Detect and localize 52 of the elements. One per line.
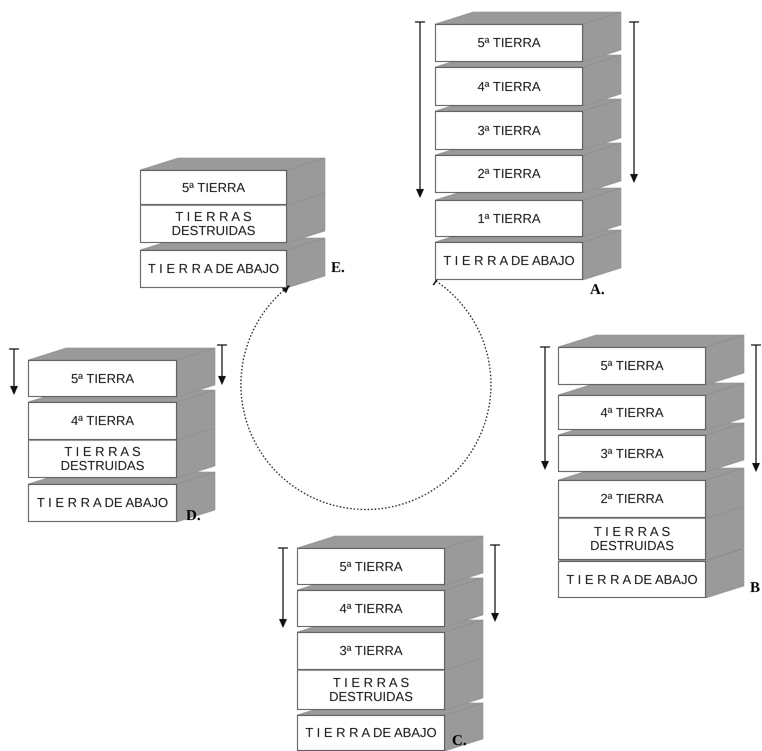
layer-name: T I E R R A S DESTRUIDAS — [170, 210, 256, 238]
layer-name: T I E R R A DE ABAJO — [146, 262, 280, 276]
layer-name: T I E R R A DE ABAJO — [565, 572, 699, 586]
layer-name: 3ª TIERRA — [338, 644, 404, 658]
layer-block — [297, 670, 445, 710]
layer-name: 5ª TIERRA — [338, 560, 404, 574]
layer-block — [297, 715, 445, 751]
layer-name: T I E R R A DE ABAJO — [304, 726, 438, 740]
layer-name: 1ª TIERRA — [476, 212, 542, 226]
layer-block — [435, 242, 583, 280]
layer-block — [140, 205, 287, 243]
layer-block — [435, 67, 583, 106]
layer-block — [297, 548, 445, 585]
layer-block — [435, 200, 583, 237]
layer-block — [28, 440, 177, 478]
layer-name: T I E R R A DE ABAJO — [442, 254, 576, 268]
layer-name: T I E R R A S DESTRUIDAS — [60, 445, 146, 473]
layer-name: 4ª TIERRA — [70, 414, 136, 428]
stack-letter: E. — [331, 260, 345, 277]
stack-letter: A. — [590, 282, 605, 299]
layer-name: 5ª TIERRA — [476, 36, 542, 50]
layer-name: 3ª TIERRA — [476, 124, 542, 138]
layer-block — [140, 170, 287, 205]
layer-block — [558, 561, 706, 598]
layer-name: 2ª TIERRA — [476, 167, 542, 181]
layer-name: T I E R R A S DESTRUIDAS — [589, 525, 675, 553]
layer-block — [558, 347, 706, 385]
layer-block — [435, 111, 583, 150]
layer-name: 5ª TIERRA — [70, 372, 136, 386]
layer-block — [435, 24, 583, 62]
layer-block — [28, 402, 177, 440]
layer-block — [558, 518, 706, 560]
layer-name: T I E R R A DE ABAJO — [36, 496, 170, 510]
layer-block — [28, 484, 177, 522]
stack-letter: C. — [452, 733, 467, 750]
layer-block — [558, 480, 706, 518]
layer-name: 5ª TIERRA — [180, 180, 246, 194]
layer-name: T I E R R A S DESTRUIDAS — [328, 676, 414, 704]
layer-name: 4ª TIERRA — [338, 602, 404, 616]
stack-letter: B — [750, 580, 760, 597]
layer-block — [558, 435, 706, 472]
layer-block — [28, 360, 177, 397]
layer-name: 5ª TIERRA — [599, 359, 665, 373]
layer-block — [435, 155, 583, 193]
layer-block — [558, 395, 706, 430]
layer-block — [140, 250, 287, 288]
layer-block — [297, 632, 445, 670]
layer-block — [297, 590, 445, 627]
layer-name: 2ª TIERRA — [599, 492, 665, 506]
layer-name: 4ª TIERRA — [599, 406, 665, 420]
layer-name: 3ª TIERRA — [599, 446, 665, 460]
layer-name: 4ª TIERRA — [476, 80, 542, 94]
